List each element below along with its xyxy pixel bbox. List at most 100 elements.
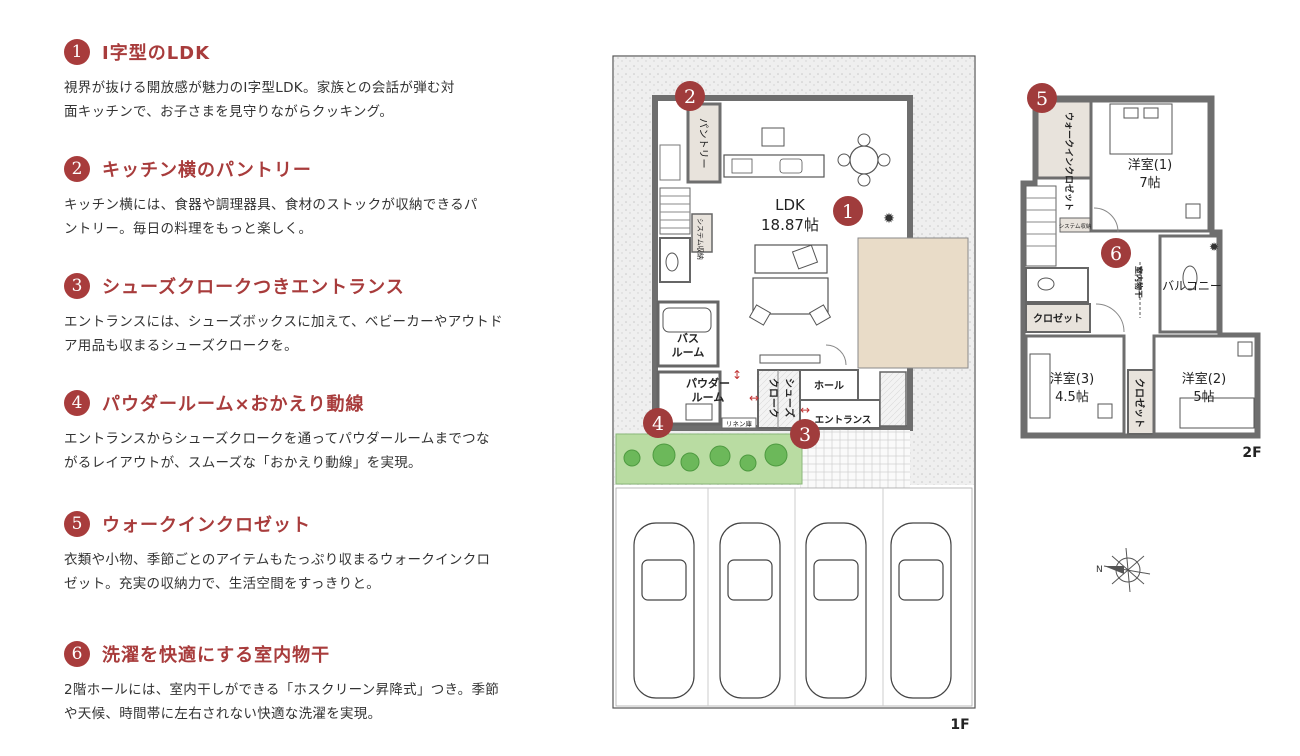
number-badge: 2 <box>64 156 90 182</box>
toilet-2f <box>1025 267 1089 303</box>
chair-icon <box>837 153 851 167</box>
desk-icon <box>1097 403 1113 419</box>
floor-1-label: 1F <box>950 717 969 733</box>
flow-arrow-icon: ↔ <box>749 391 759 405</box>
room-1-size: 7帖 <box>1139 176 1160 191</box>
system-storage-1f <box>691 213 713 253</box>
powder-label: ルーム <box>692 391 725 404</box>
feature-4: 4 パウダールーム×おかえり動線 エントランスからシューズクロークを通ってパウダー… <box>64 389 564 475</box>
car-icon <box>633 522 695 699</box>
feature-title: ウォークインクロゼット <box>102 515 311 536</box>
marker-2: 2 <box>675 81 705 111</box>
svg-text:3: 3 <box>799 424 811 446</box>
room-3-label: 洋室(3) <box>1050 371 1094 387</box>
feature-description: エントランスには、シューズボックスに加えて、ベビーカーやアウトドア用品も収まるシ… <box>64 314 503 354</box>
feature-title: シューズクロークつきエントランス <box>102 277 405 298</box>
pantry-room <box>686 102 722 184</box>
staircase <box>659 187 691 235</box>
marker-4: 4 <box>643 408 673 438</box>
plant-icon: ✹ <box>1209 240 1219 254</box>
number-badge: 1 <box>64 39 90 65</box>
stove-icon <box>731 158 753 174</box>
pillow-icon <box>1123 107 1139 119</box>
drying-label: 室内物干 <box>1134 266 1144 298</box>
car-icon <box>805 522 867 699</box>
washbasin-icon <box>685 403 713 421</box>
armchair-icon <box>808 304 832 326</box>
flow-arrow-icon: ↕ <box>732 368 742 382</box>
floor-1-plan: ✹ ↕ <box>612 55 976 733</box>
closet-vertical <box>1127 369 1155 435</box>
chair-icon <box>857 173 871 187</box>
door-swing <box>1093 207 1119 233</box>
svg-text:1: 1 <box>842 201 854 223</box>
balcony-table <box>1182 265 1198 291</box>
door-swing <box>825 344 847 366</box>
room-1-label: 洋室(1) <box>1128 157 1172 173</box>
chair-icon <box>877 153 891 167</box>
feature-title: I字型のLDK <box>102 43 211 64</box>
ldk-label: LDK <box>775 196 806 214</box>
tv-board <box>759 354 821 364</box>
room-2-label: 洋室(2) <box>1182 371 1226 387</box>
shoe-box <box>879 371 907 427</box>
compass-icon: N <box>1096 547 1151 593</box>
room-2-size: 5帖 <box>1193 390 1214 405</box>
number-badge: 5 <box>64 511 90 537</box>
fridge-icon <box>761 127 785 147</box>
shoes-cloak-label: クローク <box>767 378 779 418</box>
svg-text:5: 5 <box>1036 88 1048 110</box>
bed-icon <box>1109 103 1173 155</box>
desk-icon <box>1185 203 1201 219</box>
number-badge: 6 <box>64 641 90 667</box>
entrance-label: エントランス <box>815 415 872 426</box>
compass-north-label: N <box>1096 565 1103 575</box>
balcony-label: バルコニー <box>1162 279 1222 293</box>
outdoor-unit <box>659 144 681 181</box>
toilet-icon <box>665 252 679 272</box>
linen-label: リネン庫 <box>726 419 753 428</box>
system-storage-2f <box>1059 217 1091 233</box>
feature-title: パウダールーム×おかえり動線 <box>102 394 365 415</box>
feature-5: 5 ウォークインクロゼット 衣類や小物、季節ごとのアイテムもたっぷり収まるウォーク… <box>64 510 564 596</box>
sofa-icon <box>754 244 828 274</box>
closet-label: クロゼット <box>1033 312 1083 325</box>
shoes-cloak-label: シューズ <box>783 378 796 418</box>
hedge-trees <box>623 443 788 472</box>
pantry-label: パントリー <box>697 118 709 169</box>
chair-icon <box>857 133 871 147</box>
desk-icon <box>1237 341 1253 357</box>
bath-label: バス <box>677 332 699 345</box>
svg-text:6: 6 <box>1110 243 1122 265</box>
marker-5: 5 <box>1027 83 1057 113</box>
powder-label: パウダー <box>686 376 730 390</box>
feature-description: 衣類や小物、季節ごとのアイテムもたっぷり収まるウォークインクロゼット。充実の収納… <box>64 552 491 592</box>
wic-label: ウォークインクロゼット <box>1063 112 1075 211</box>
number-badge: 4 <box>64 390 90 416</box>
bathtub-icon <box>662 307 712 333</box>
marker-1: 1 <box>833 196 863 226</box>
feature-description: エントランスからシューズクロークを通ってパウダールームまでつながるレイアウトが、… <box>64 431 490 471</box>
svg-text:4: 4 <box>652 413 664 435</box>
walk-in-closet <box>1035 99 1093 180</box>
pillow-icon <box>1143 107 1159 119</box>
car-icon <box>890 522 952 699</box>
plant-icon: ✹ <box>883 211 895 227</box>
room-3-size: 4.5帖 <box>1055 390 1089 405</box>
hall-label: ホール <box>814 380 844 392</box>
ldk-size-label: 18.87帖 <box>761 216 819 234</box>
feature-3: 3 シューズクロークつきエントランス エントランスには、シューズボックスに加えて、… <box>64 272 564 358</box>
feature-description: 視界が抜ける開放感が魅力のI字型LDK。家族との会話が弾む対面キッチンで、お子さ… <box>64 80 455 120</box>
system-storage-label: システム収納 <box>696 218 705 260</box>
feature-title: 洗濯を快適にする室内物干 <box>102 645 331 666</box>
bed-icon <box>1179 397 1255 429</box>
door-swing <box>1095 303 1125 333</box>
bath-label: ルーム <box>672 346 705 359</box>
armchair-icon <box>748 304 772 326</box>
number-badge: 3 <box>64 273 90 299</box>
floor-2-label: 2F <box>1242 445 1261 461</box>
linen-storage <box>721 417 757 429</box>
closet-2f <box>1025 303 1091 333</box>
